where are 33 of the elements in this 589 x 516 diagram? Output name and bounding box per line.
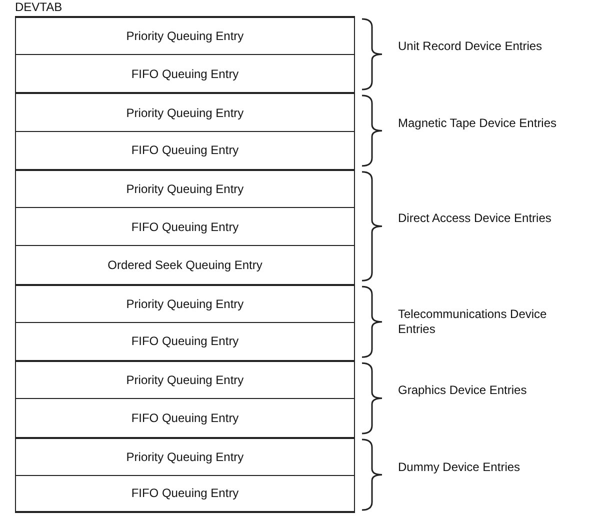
group-label: Magnetic Tape Device Entries [398, 116, 558, 131]
entry-text: FIFO Queuing Entry [131, 66, 239, 81]
table-row [15, 130, 355, 169]
table-row [15, 284, 355, 322]
table-row [15, 436, 355, 475]
group-label: Direct Access Device Entries [398, 211, 552, 226]
entry-text: Priority Queuing Entry [126, 182, 244, 196]
entry-text: Priority Queuing Entry [126, 106, 244, 120]
entry-text: Priority Queuing Entry [126, 296, 244, 311]
table-row [15, 207, 355, 246]
entry-text: FIFO Queuing Entry [131, 334, 239, 348]
table-row [15, 54, 355, 92]
entry-text: Priority Queuing Entry [126, 373, 244, 388]
entry-text: Ordered Seek Queuing Entry [108, 258, 262, 272]
table-row [15, 168, 355, 208]
table-row [15, 474, 355, 513]
group-label: Dummy Device Entries [398, 460, 522, 475]
entry-text: Priority Queuing Entry [126, 450, 244, 464]
table-row [15, 398, 355, 437]
entry-text: FIFO Queuing Entry [131, 410, 239, 425]
entry-text: FIFO Queuing Entry [131, 143, 239, 158]
entry-text: FIFO Queuing Entry [131, 220, 239, 234]
table-row [15, 245, 355, 284]
group-label: Graphics Device Entries [398, 383, 528, 398]
table-row [15, 16, 355, 54]
group-label: Unit Record Device Entries [398, 39, 544, 54]
table-row [15, 92, 355, 131]
table-row [15, 322, 355, 360]
table-title: DEVTAB [15, 0, 62, 14]
entry-text: FIFO Queuing Entry [131, 486, 239, 500]
group-label: Telecommunications Device Entries [398, 306, 548, 337]
table-row [15, 360, 355, 398]
entry-text: Priority Queuing Entry [126, 29, 244, 44]
